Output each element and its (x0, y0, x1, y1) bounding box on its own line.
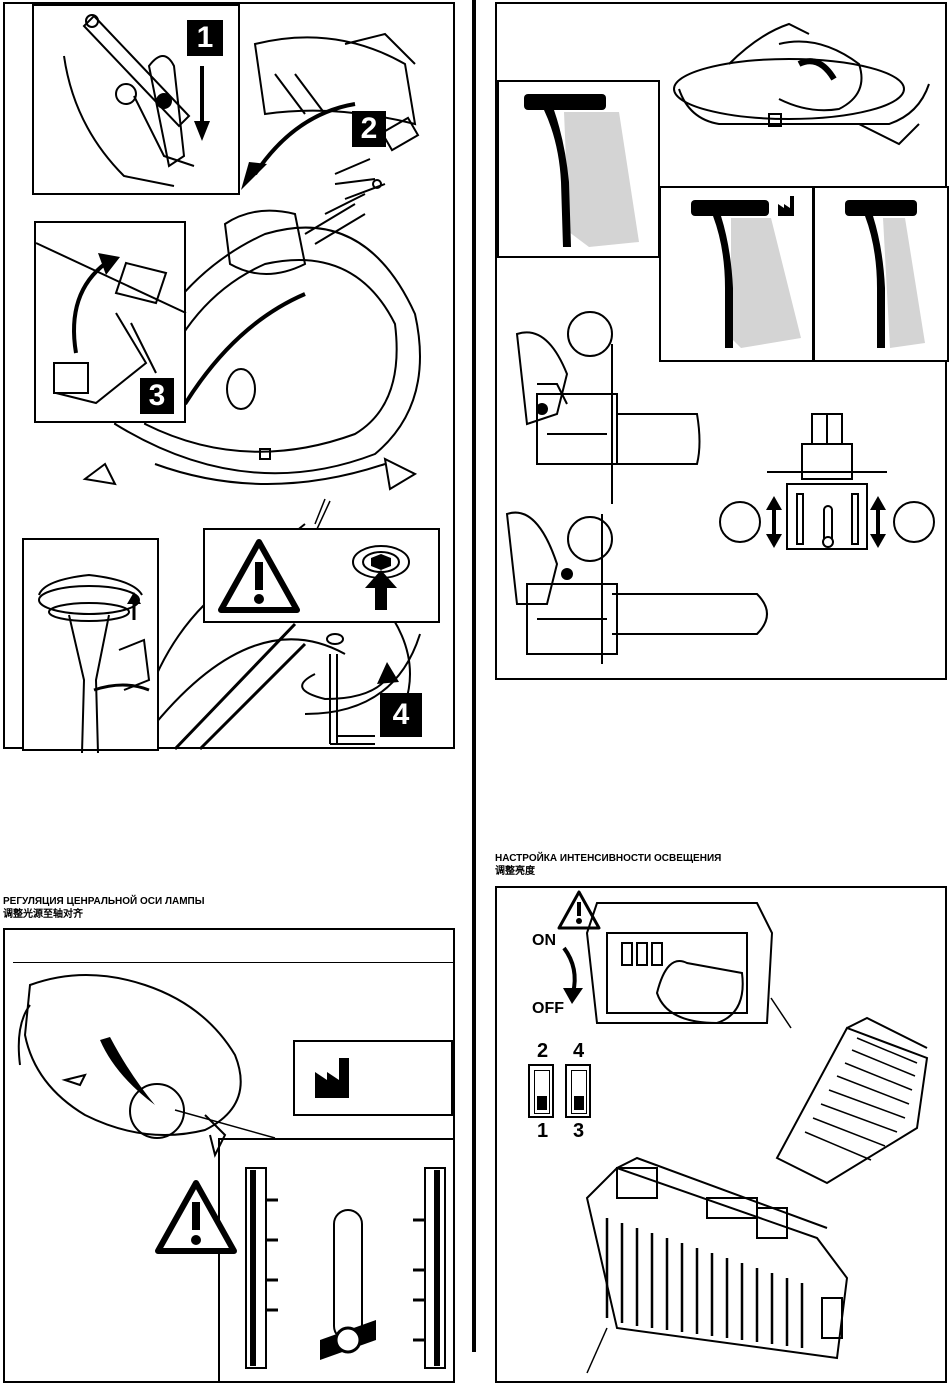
lamp-axis-title-ru: РЕГУЛЯЦИЯ ЦЕНРАЛЬНОЙ ОСИ ЛАМПЫ (3, 895, 205, 908)
scale-detail-box (218, 1138, 455, 1381)
reflector-top-illustration (659, 4, 949, 189)
lamp-axis-title-zh: 调整光源至轴对齐 (3, 908, 83, 921)
step1-inset: 1 (32, 4, 240, 195)
on-off-arrow (559, 948, 589, 1008)
screws-illustration (325, 134, 425, 254)
lamp-axis-panel (3, 928, 455, 1383)
dip-switch-1-2[interactable] (528, 1064, 554, 1118)
dip-switch-bottom-1: 1 (537, 1120, 548, 1143)
factory-setting-box (293, 1040, 453, 1116)
intensity-title-zh: 调整亮度 (495, 865, 535, 878)
adjustment-dial-illustration (712, 414, 950, 554)
light-intensity-panel: ON OFF 2 4 1 3 (495, 886, 947, 1383)
step-3-badge: 3 (140, 378, 174, 414)
dip-switch-knob (574, 1096, 584, 1110)
step3-inset: 3 (34, 221, 186, 423)
panel-header-rule (13, 962, 453, 963)
beam-shape-icon (815, 188, 950, 364)
intensity-title-ru: НАСТРОЙКА ИНТЕНСИВНОСТИ ОСВЕЩЕНИЯ (495, 852, 721, 865)
warning-triangle-icon (219, 540, 299, 612)
switch-on-label: ON (532, 932, 556, 950)
callout-line (175, 1110, 325, 1170)
lamp-socket-illustration (24, 540, 161, 753)
lamp-replacement-panel: 1 2 3 (3, 2, 455, 749)
warning-inset (203, 528, 440, 623)
beam-profile-center (497, 80, 660, 258)
step-4-badge: 4 (380, 693, 422, 737)
beam-shape-icon (499, 82, 662, 260)
dip-switch-knob (537, 1096, 547, 1110)
dip-switch-top-2: 2 (537, 1040, 548, 1063)
control-box-illustration (587, 893, 777, 1033)
dip-switch-3-4[interactable] (565, 1064, 591, 1118)
lamp-base-inset (22, 538, 159, 751)
focus-adjustment-panel (495, 2, 947, 680)
factory-icon (315, 1058, 365, 1098)
step-1-badge: 1 (187, 20, 223, 56)
hex-screw-icon (345, 538, 425, 618)
hex-key-icon (295, 614, 445, 754)
factory-icon (778, 196, 800, 216)
warning-triangle-icon (155, 1180, 237, 1254)
beam-profile-narrow (813, 186, 949, 362)
dip-switch-top-4: 4 (573, 1040, 584, 1063)
warning-pointer (305, 499, 345, 539)
dip-switch-bottom-3: 3 (573, 1120, 584, 1143)
scale-bars-illustration (220, 1140, 457, 1383)
heatsink-module-illustration (577, 1158, 877, 1388)
column-divider (472, 0, 476, 1352)
